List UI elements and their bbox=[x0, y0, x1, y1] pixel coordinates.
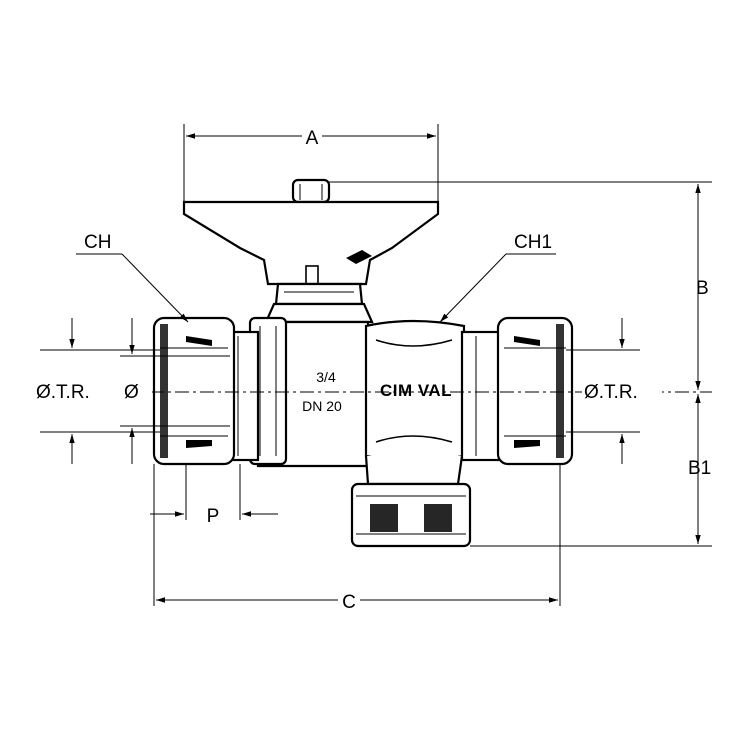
right-diameter-dims: Ø.T.R. bbox=[566, 318, 662, 464]
dimension-b1-label: B1 bbox=[688, 458, 711, 479]
dimension-b-label: B bbox=[696, 278, 709, 299]
ch-callout: CH bbox=[76, 232, 189, 323]
ch1-label: CH1 bbox=[514, 232, 552, 253]
dimension-c-label: C bbox=[342, 592, 356, 613]
tee-section: CIM VAL bbox=[350, 319, 472, 548]
dimension-p: P bbox=[150, 464, 278, 527]
dimension-b: B bbox=[329, 181, 712, 390]
size-marking: 3/4 bbox=[316, 369, 336, 385]
handle-indicator bbox=[346, 250, 372, 264]
butterfly-handle bbox=[182, 178, 440, 286]
left-compression-nut bbox=[152, 316, 260, 466]
ch-label: CH bbox=[84, 232, 111, 253]
left-diameter-label: Ø bbox=[124, 382, 139, 403]
left-otr-label: Ø.T.R. bbox=[36, 382, 90, 403]
dimension-c: C bbox=[153, 464, 561, 613]
ch1-callout: CH1 bbox=[439, 232, 556, 323]
valve-stem bbox=[264, 282, 374, 324]
handle-lever bbox=[182, 200, 440, 286]
right-otr-label: Ø.T.R. bbox=[584, 382, 638, 403]
dimension-p-label: P bbox=[207, 506, 220, 527]
dimension-b1: B1 bbox=[470, 394, 712, 547]
dimension-a: A bbox=[183, 124, 439, 202]
brand-marking: CIM VAL bbox=[380, 381, 452, 400]
left-diameter-dims: Ø.T.R. Ø bbox=[34, 318, 230, 464]
branch-fitting bbox=[350, 482, 472, 548]
handle-nut bbox=[291, 178, 331, 204]
dimension-a-label: A bbox=[306, 128, 319, 149]
right-compression-nut bbox=[460, 316, 574, 466]
dn-marking: DN 20 bbox=[302, 398, 342, 414]
